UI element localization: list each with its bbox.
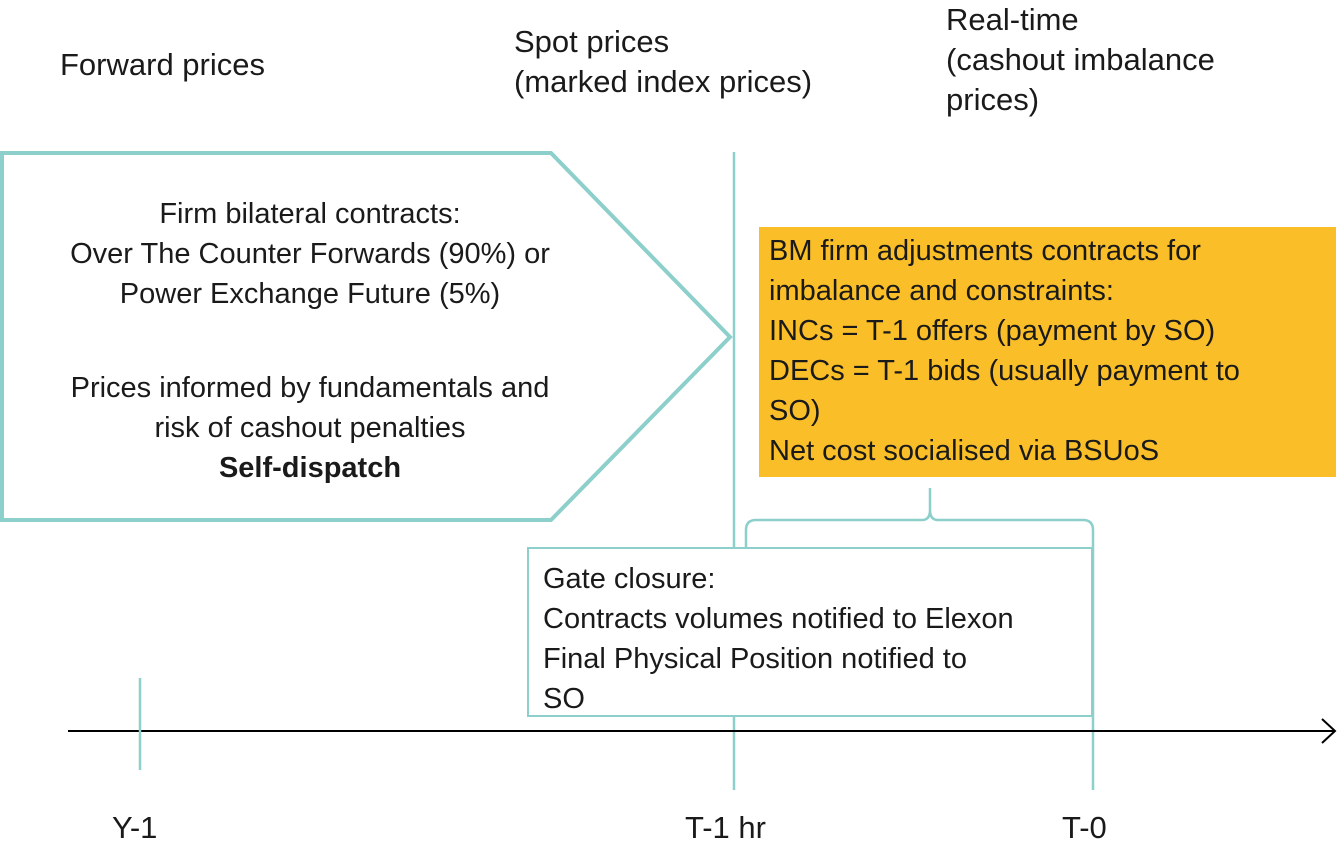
forward-prices-header: Forward prices xyxy=(60,47,265,82)
text-line: Power Exchange Future (5%) xyxy=(119,278,501,310)
bm-period-brace xyxy=(744,488,1095,790)
self-dispatch-label: Self-dispatch xyxy=(218,452,402,484)
forward-contracts-text: Firm bilateral contracts: Over The Count… xyxy=(0,194,620,314)
text-line: Firm bilateral contracts: xyxy=(159,198,461,230)
text-line: SO xyxy=(543,683,585,715)
timeline-arrowhead xyxy=(1321,718,1337,744)
forward-pricing-text: Prices informed by fundamentals and risk… xyxy=(0,368,620,488)
realtime-prices-header: Real-time (cashout imbalance prices) xyxy=(946,2,1215,117)
text-line: DECs = T-1 bids (usually payment to xyxy=(769,355,1240,387)
forward-period-arrow-shape xyxy=(0,151,733,522)
text-line: Over The Counter Forwards (90%) or xyxy=(70,238,550,270)
tick-label-t0: T-0 xyxy=(1062,810,1107,845)
spot-prices-header: Spot prices (marked index prices) xyxy=(514,24,813,99)
text-line: Net cost socialised via BSUoS xyxy=(769,435,1160,467)
text-line: Gate closure: xyxy=(543,563,716,595)
text-line: BM firm adjustments contracts for xyxy=(769,235,1201,267)
balancing-mechanism-box: BM firm adjustments contracts for imbala… xyxy=(759,227,1336,477)
tick-label-t1hr: T-1 hr xyxy=(685,810,766,845)
text-line: SO) xyxy=(769,395,821,427)
text-line: Contracts volumes notified to Elexon xyxy=(543,603,1014,635)
tick-label-y1: Y-1 xyxy=(112,810,158,845)
text-line: Prices informed by fundamentals and xyxy=(70,372,550,404)
gate-closure-box: Gate closure: Contracts volumes notified… xyxy=(527,547,1093,717)
text-line: risk of cashout penalties xyxy=(154,412,466,444)
text-line: INCs = T-1 offers (payment by SO) xyxy=(769,315,1216,347)
text-line: imbalance and constraints: xyxy=(769,275,1114,307)
text-line: Final Physical Position notified to xyxy=(543,643,967,675)
